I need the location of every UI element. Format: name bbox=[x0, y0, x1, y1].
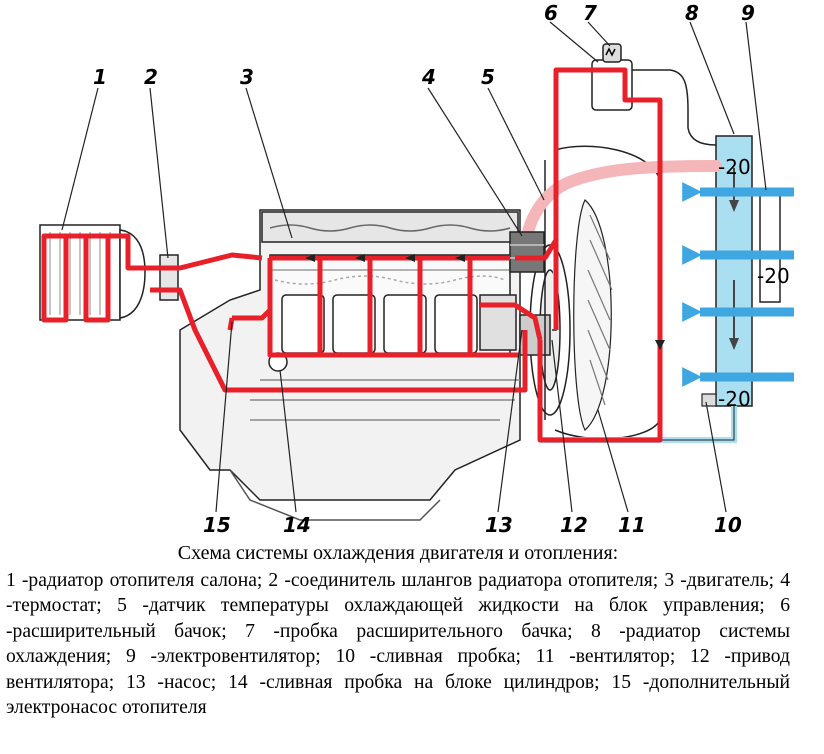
callout-14: 14 bbox=[283, 513, 311, 537]
cooling-radiator bbox=[715, 135, 753, 407]
callout-9: 9 bbox=[741, 1, 755, 25]
callout-11: 11 bbox=[618, 513, 646, 537]
callout-7: 7 bbox=[583, 1, 597, 25]
callout-3: 3 bbox=[240, 65, 254, 89]
callout-5: 5 bbox=[481, 65, 495, 89]
tank-vent-line bbox=[632, 69, 717, 146]
callout-13: 13 bbox=[485, 513, 513, 537]
hot-coolant-circuit bbox=[41, 67, 663, 443]
callout-6: 6 bbox=[544, 1, 558, 25]
radiator-drain-plug bbox=[701, 393, 717, 407]
temp-label-radiator-top: -20 bbox=[718, 155, 751, 179]
callout-1: 1 bbox=[93, 65, 107, 89]
callout-10: 10 bbox=[714, 513, 742, 537]
airflow-arrows bbox=[682, 182, 794, 387]
engine-cylinders bbox=[281, 294, 478, 354]
warm-line bbox=[519, 160, 722, 251]
callout-12: 12 bbox=[560, 513, 588, 537]
cooling-system-diagram: -20 -20 -20 1 2 3 4 5 6 7 8 9 10 11 12 1… bbox=[39, 1, 794, 537]
caption: Схема системы охлаждения двигателя и ото… bbox=[6, 540, 790, 720]
callout-8: 8 bbox=[685, 1, 699, 25]
thermostat bbox=[509, 231, 545, 273]
temp-label-radiator-bottom: -20 bbox=[718, 387, 751, 411]
callout-4: 4 bbox=[421, 65, 436, 89]
flow-arrows bbox=[305, 254, 665, 350]
leader-lines bbox=[61, 21, 767, 513]
callout-15: 15 bbox=[203, 513, 231, 537]
temp-label-electric-fan: -20 bbox=[757, 264, 790, 288]
hose-connector bbox=[159, 254, 179, 301]
callout-2: 2 bbox=[144, 65, 158, 89]
caption-legend: 1 -радиатор отопителя салона; 2 -соедини… bbox=[6, 570, 790, 719]
fan bbox=[573, 199, 613, 431]
caption-title: Схема системы охлаждения двигателя и ото… bbox=[177, 542, 619, 564]
